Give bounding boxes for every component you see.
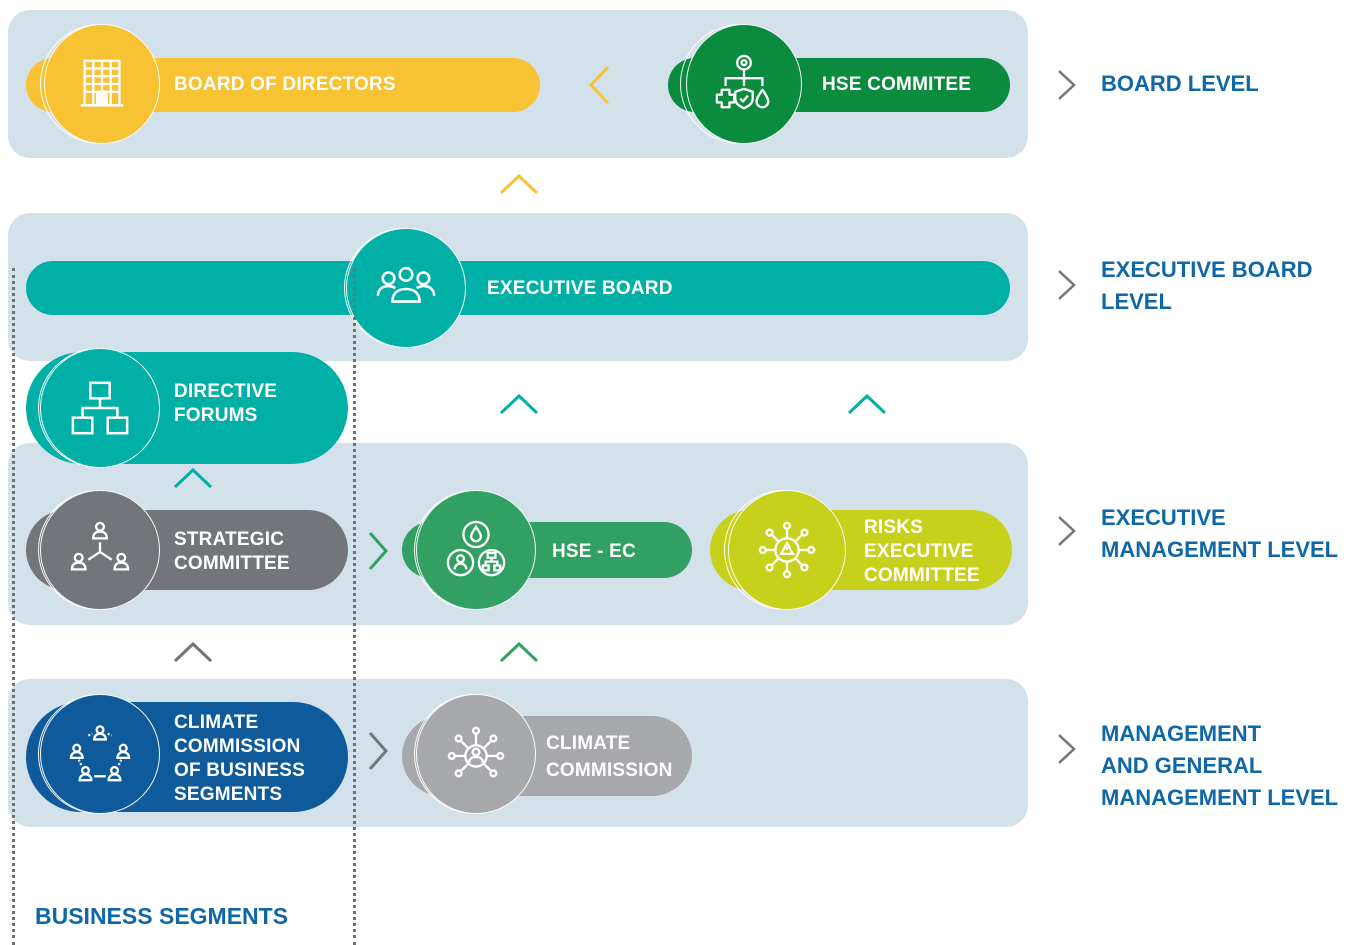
management-level-label: MANAGEMENT AND GENERAL MANAGEMENT LEVEL: [1101, 718, 1338, 814]
building-icon: [80, 59, 124, 107]
chevron-right-icon: [1058, 70, 1076, 100]
hse-committee-node: [686, 24, 802, 144]
chevron-left-icon: [588, 65, 610, 105]
directive-forums-node: [40, 348, 160, 468]
climate-commission-line-1: CLIMATE: [546, 733, 631, 754]
strategic-committee-line-2: COMMITTEE: [174, 553, 290, 574]
chevron-up-icon: [173, 641, 213, 663]
executive-board-level-line-1: EXECUTIVE BOARD: [1101, 257, 1313, 282]
climate-business-label: CLIMATE COMMISSION OF BUSINESS SEGMENTS: [174, 711, 305, 807]
chevron-right-icon: [368, 732, 389, 770]
health-safety-environment-icon: [715, 54, 770, 110]
chevron-right-icon: [1058, 270, 1076, 300]
business-segments-left-border: [12, 268, 15, 945]
climate-commission-node: [416, 694, 536, 814]
climate-commission-label: CLIMATE COMMISSION: [546, 730, 673, 784]
chevron-up-icon: [173, 467, 213, 489]
hse-cluster-icon: [446, 520, 506, 577]
executive-board-label: EXECUTIVE BOARD: [487, 278, 673, 299]
risks-executive-committee-node: [728, 490, 846, 610]
chevron-up-icon: [847, 393, 887, 415]
executive-management-level-line-2: MANAGEMENT LEVEL: [1101, 537, 1339, 562]
hse-committee-label: HSE COMMITEE: [822, 74, 972, 95]
executive-board-node: [346, 228, 466, 348]
executive-management-level-label: EXECUTIVE MANAGEMENT LEVEL: [1101, 502, 1338, 566]
executive-board-level-label: EXECUTIVE BOARD LEVEL: [1101, 254, 1312, 318]
executive-board-pill[interactable]: [26, 261, 1010, 315]
business-segments-right-border: [353, 268, 356, 945]
climate-commission-line-2: COMMISSION: [546, 760, 673, 781]
strategic-committee-line-1: STRATEGIC: [174, 529, 285, 550]
board-of-directors-label: BOARD OF DIRECTORS: [174, 74, 396, 95]
network-hub-icon: [447, 726, 505, 778]
risks-executive-committee-line-2: EXECUTIVE: [864, 541, 974, 562]
management-level-line-1: MANAGEMENT: [1101, 721, 1262, 746]
climate-business-line-3: OF BUSINESS: [174, 760, 305, 781]
org-chart-icon: [71, 381, 129, 435]
chevron-up-icon: [499, 393, 539, 415]
chevron-right-icon: [368, 532, 389, 570]
risks-executive-committee-label: RISKS EXECUTIVE COMMITTEE: [864, 516, 980, 588]
people-group-icon: [376, 266, 436, 303]
climate-business-line-2: COMMISSION: [174, 736, 301, 757]
risks-executive-committee-line-3: COMMITTEE: [864, 565, 980, 586]
executive-board-level-line-2: LEVEL: [1101, 289, 1172, 314]
management-level-line-3: MANAGEMENT LEVEL: [1101, 785, 1339, 810]
directive-forums-line-2: FORUMS: [174, 405, 258, 426]
board-level-label: BOARD LEVEL: [1101, 71, 1259, 96]
chevron-right-icon: [1058, 734, 1076, 764]
people-circle-icon: [69, 725, 131, 782]
directive-forums-line-1: DIRECTIVE: [174, 381, 278, 402]
business-segments-label: BUSINESS SEGMENTS: [35, 903, 289, 929]
strategic-committee-label: STRATEGIC COMMITTEE: [174, 528, 290, 576]
board-of-directors-node: [44, 24, 160, 144]
climate-business-node: [40, 694, 160, 814]
climate-business-line-1: CLIMATE: [174, 712, 259, 733]
hse-ec-label: HSE - EC: [552, 541, 636, 562]
management-level-line-2: AND GENERAL: [1101, 753, 1263, 778]
risk-warning-icon: [758, 521, 816, 579]
executive-management-level-line-1: EXECUTIVE: [1101, 505, 1226, 530]
directive-forums-label: DIRECTIVE FORUMS: [174, 380, 277, 428]
risks-executive-committee-line-1: RISKS: [864, 517, 924, 538]
strategic-committee-node: [40, 490, 160, 610]
hse-ec-node: [416, 490, 536, 610]
chevron-right-icon: [1058, 516, 1076, 546]
chevron-up-icon: [499, 173, 539, 195]
climate-business-line-4: SEGMENTS: [174, 784, 283, 805]
network-people-icon: [70, 521, 130, 571]
chevron-up-icon: [499, 641, 539, 663]
